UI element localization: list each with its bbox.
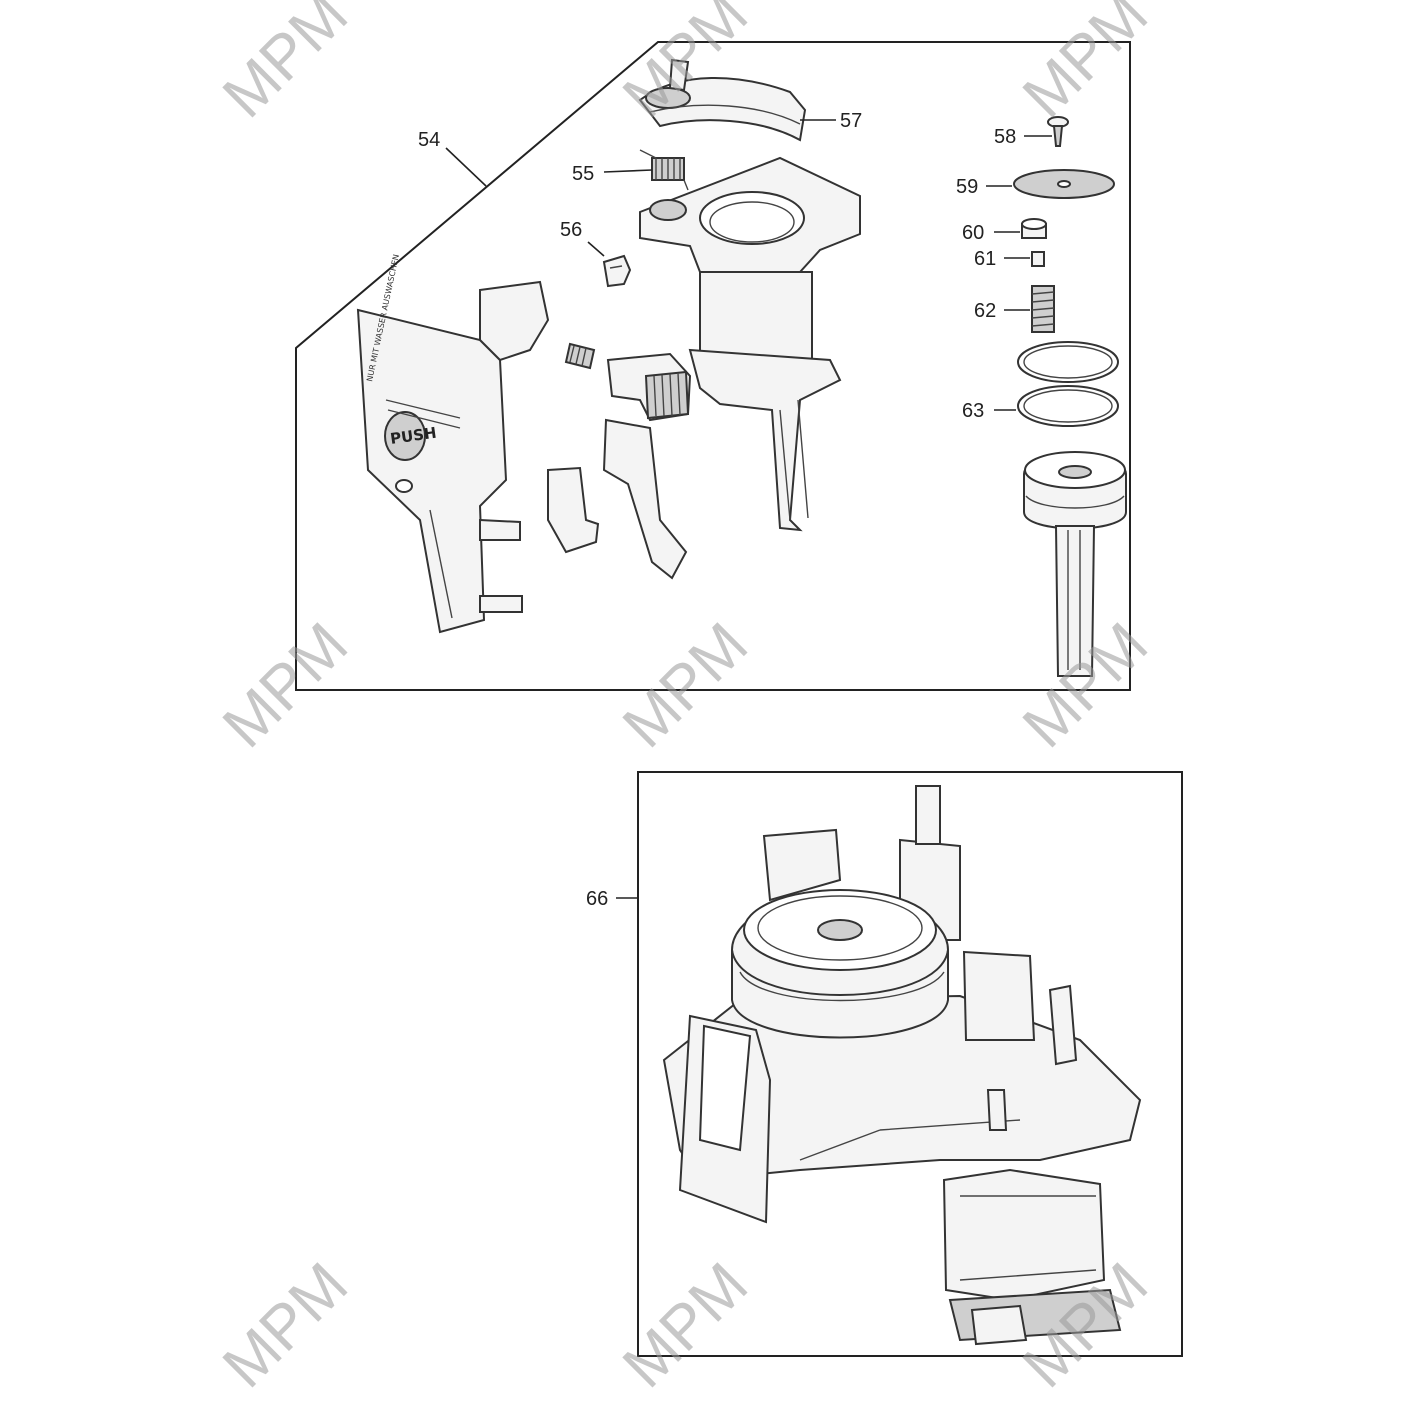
part-58-screw (1047, 116, 1069, 147)
watermark-text: MPM (210, 1250, 361, 1401)
part-66-grinder-unit (662, 785, 1142, 1346)
part-57-lid-arc (638, 58, 807, 142)
upper-leader-lines (445, 119, 1052, 411)
callout-63: 63 (962, 400, 984, 422)
callout-56: 56 (560, 219, 582, 241)
part-63-o-rings (1017, 341, 1119, 427)
callout-61: 61 (974, 248, 996, 270)
leader-54 (445, 147, 487, 187)
callout-58: 58 (994, 126, 1016, 148)
watermark-text: MPM (210, 0, 361, 131)
watermark-text: MPM (210, 610, 361, 761)
callout-54: 54 (418, 129, 440, 151)
middle-springs-levers (547, 342, 692, 580)
leader-56 (587, 241, 605, 257)
lower-assembly-frame (637, 771, 1183, 1357)
watermark-text: MPM (610, 610, 761, 761)
part-60-nut (1021, 218, 1047, 239)
upper-assembly: PUSH NUR MIT WASSER AUSWASCHEN (295, 41, 1131, 691)
front-cover: PUSH NUR MIT WASSER AUSWASCHEN (356, 253, 550, 634)
callout-62: 62 (974, 300, 996, 322)
part-61-valve (1031, 251, 1045, 267)
callout-55: 55 (572, 163, 594, 185)
part-59-filter-disc (1013, 169, 1115, 199)
callout-60: 60 (962, 222, 984, 244)
callout-57: 57 (840, 110, 862, 132)
part-55-spring (639, 149, 689, 191)
leader-55 (603, 169, 653, 173)
part-62-compression-spring (1031, 285, 1055, 333)
callout-59: 59 (956, 176, 978, 198)
lower-assembly: 66 (586, 771, 1183, 1357)
right-small-parts (1013, 116, 1127, 677)
watermark-text: MPM (610, 1250, 761, 1401)
upper-assembly-frame (295, 41, 1131, 691)
brew-chamber-body (639, 156, 861, 532)
callout-66: 66 (586, 888, 608, 910)
piston-stem (1023, 451, 1127, 677)
part-56-catch (602, 254, 632, 288)
watermark-text: MPM (1010, 0, 1161, 131)
